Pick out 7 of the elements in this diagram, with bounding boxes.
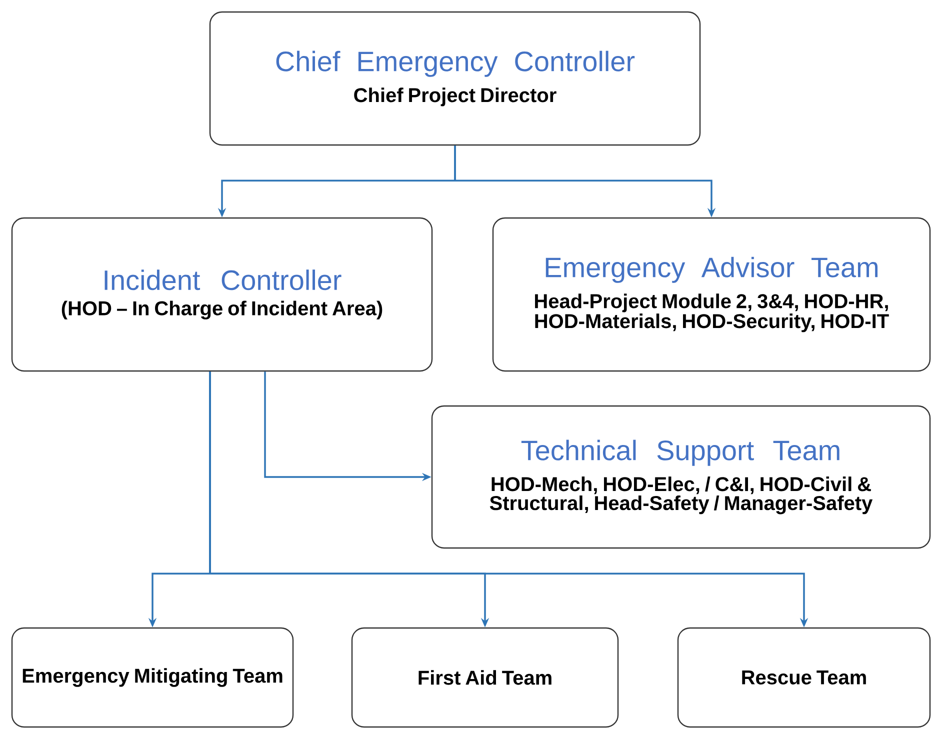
org-box: Rescue Team bbox=[677, 627, 931, 728]
org-box: First Aid Team bbox=[351, 627, 619, 728]
org-box: Incident Controller (HOD – In Charge of Incident Area) bbox=[11, 217, 433, 372]
org-box: Emergency Mitigating Team bbox=[11, 627, 294, 728]
org-box: Technical Support Team HOD-Mech, HOD-Elec, / C&I, HOD-Civil & Structural, Head-Safety / Manager-Safety bbox=[431, 405, 931, 549]
org-box: Emergency Advisor Team Head-Project Module 2, 3&4, HOD-HR, HOD-Materials, HOD-Security, HOD-IT bbox=[492, 217, 931, 372]
org-box: Chief Emergency Controller Chief Project Director bbox=[209, 11, 701, 146]
